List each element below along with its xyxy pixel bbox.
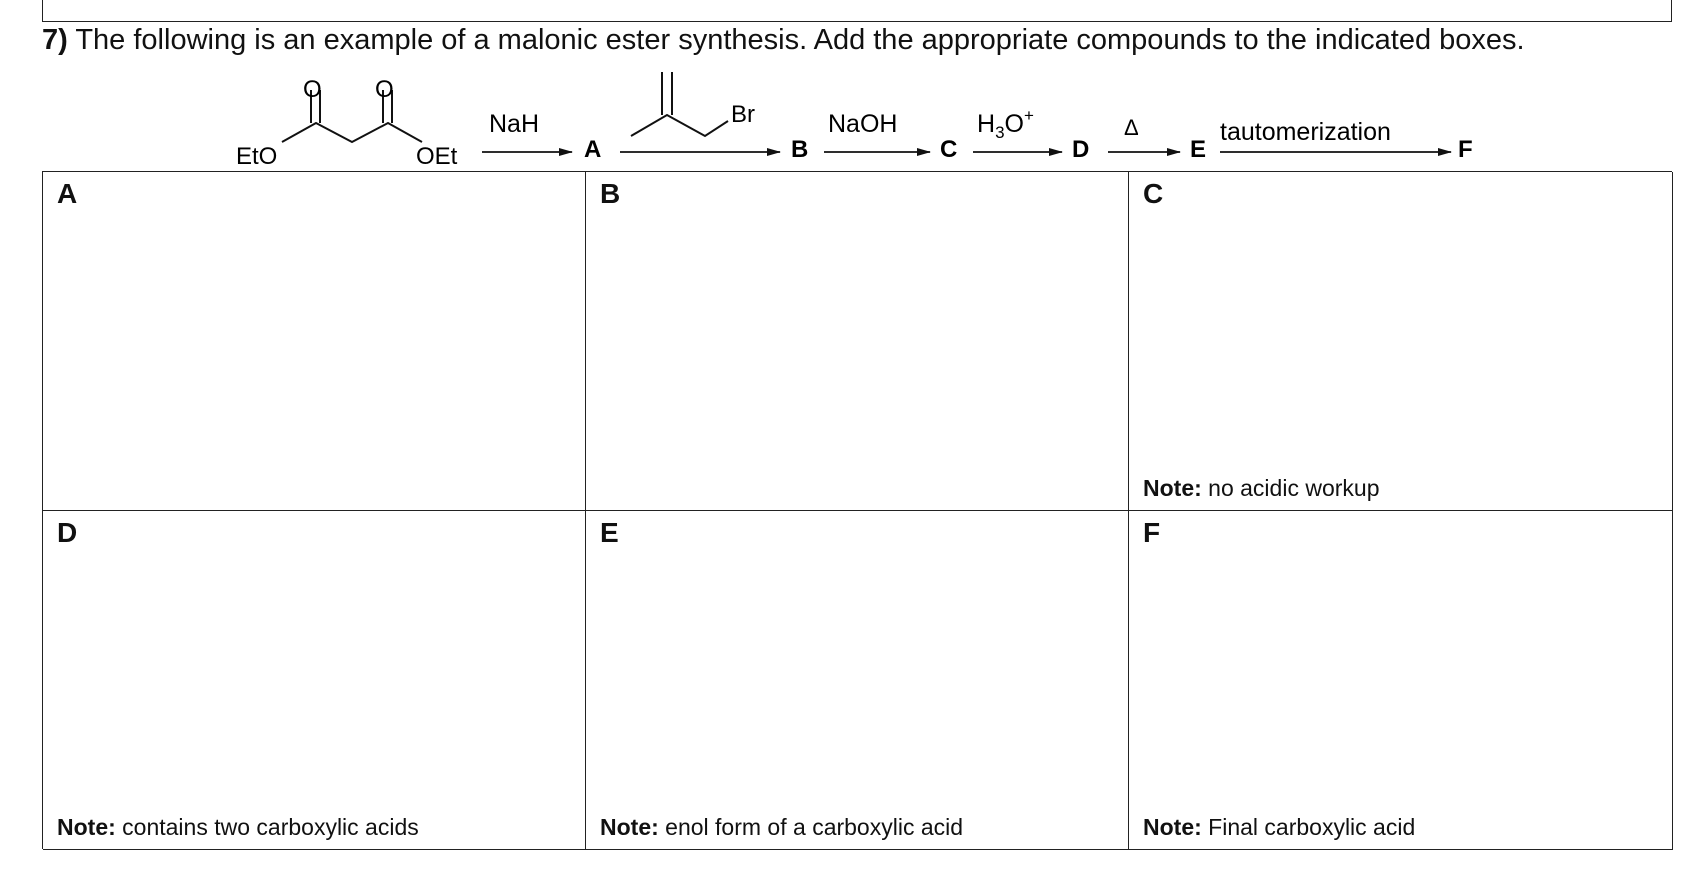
carbonyl-oxygen-right: O — [375, 76, 394, 103]
previous-answer-box-edge — [42, 0, 1672, 22]
reagent-naoh: NaOH — [828, 110, 897, 138]
reagent-heat: Δ — [1124, 115, 1139, 140]
product-label-f: F — [1458, 136, 1473, 163]
answer-box-c[interactable]: C Note: no acidic workup — [1129, 172, 1673, 511]
reaction-scheme: O O EtO OEt NaH A Br B NaOH C H3O+ D Δ E… — [236, 72, 1473, 170]
box-label: B — [600, 178, 621, 209]
box-label: D — [57, 517, 78, 548]
answer-box-d[interactable]: D Note: contains two carboxylic acids — [43, 511, 586, 850]
ethoxy-right-label: OEt — [416, 143, 458, 170]
product-label-a: A — [584, 136, 601, 163]
product-label-d: D — [1072, 136, 1089, 163]
box-note: Note: contains two carboxylic acids — [57, 814, 419, 841]
answer-box-b[interactable]: B — [586, 172, 1129, 511]
product-label-c: C — [940, 136, 957, 163]
note-prefix: Note: — [57, 814, 116, 840]
box-note: Note: Final carboxylic acid — [1143, 814, 1415, 841]
bromine-label: Br — [731, 101, 755, 128]
note-text: Final carboxylic acid — [1208, 814, 1416, 840]
question-heading: 7) The following is an example of a malo… — [42, 24, 1525, 57]
note-text: enol form of a carboxylic acid — [665, 814, 964, 840]
note-text: contains two carboxylic acids — [122, 814, 419, 840]
question-text: The following is an example of a malonic… — [75, 24, 1525, 56]
box-note: Note: enol form of a carboxylic acid — [600, 814, 963, 841]
question-number: 7) — [42, 24, 68, 56]
box-note: Note: no acidic workup — [1143, 475, 1379, 502]
answer-box-f[interactable]: F Note: Final carboxylic acid — [1129, 511, 1673, 850]
note-prefix: Note: — [1143, 475, 1202, 501]
carbonyl-oxygen-left: O — [303, 76, 322, 103]
note-prefix: Note: — [600, 814, 659, 840]
diethyl-malonate-structure — [281, 90, 423, 144]
note-text: no acidic workup — [1208, 475, 1380, 501]
box-label: E — [600, 517, 619, 548]
answer-grid: A B C Note: no acidic workup D Note: con… — [42, 171, 1673, 850]
box-label: F — [1143, 517, 1161, 548]
reagent-h3o-plus: H3O+ — [977, 106, 1034, 142]
ethoxy-left-label: EtO — [236, 143, 277, 170]
box-label: C — [1143, 178, 1164, 209]
answer-box-e[interactable]: E Note: enol form of a carboxylic acid — [586, 511, 1129, 850]
methallyl-bromide-structure — [630, 72, 729, 138]
reagent-nah: NaH — [489, 110, 539, 138]
note-prefix: Note: — [1143, 814, 1202, 840]
answer-box-a[interactable]: A — [43, 172, 586, 511]
reagent-tautomerization: tautomerization — [1220, 118, 1391, 146]
box-label: A — [57, 178, 78, 209]
product-label-e: E — [1190, 136, 1206, 163]
product-label-b: B — [791, 136, 808, 163]
